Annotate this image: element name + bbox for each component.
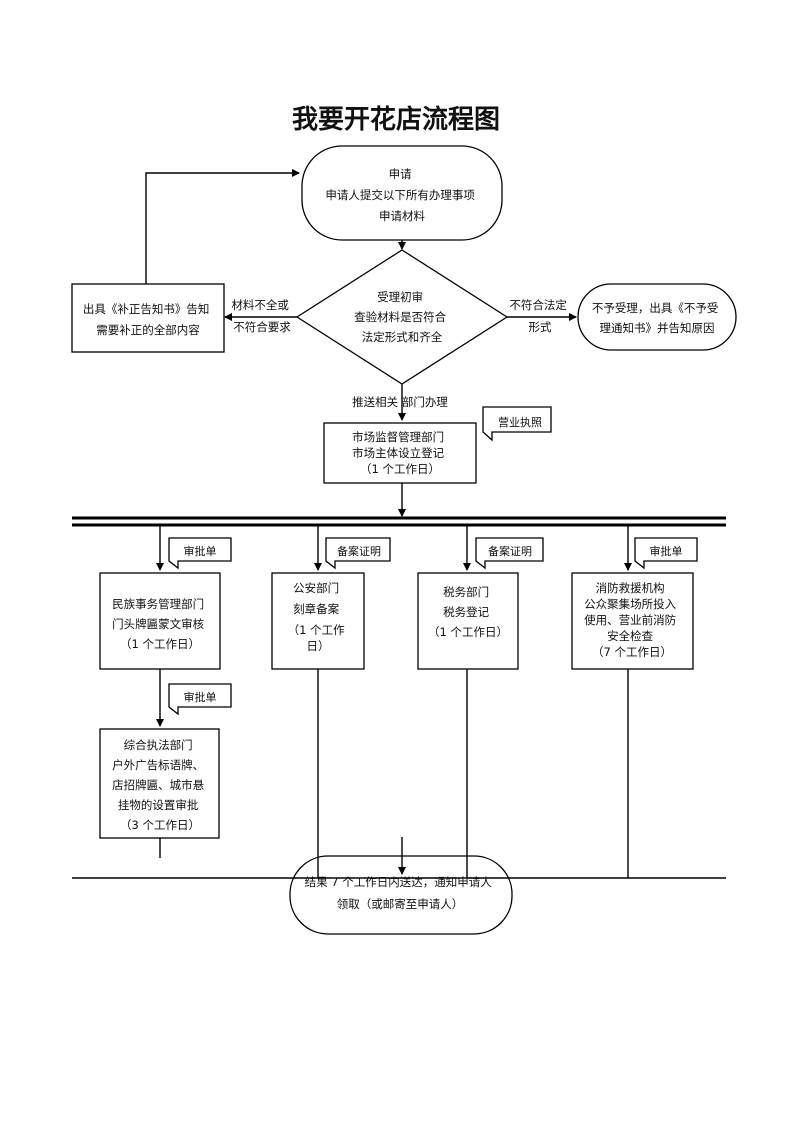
market-line: （1 个工作日）: [360, 462, 440, 476]
right-branch-label: 形式: [529, 320, 552, 334]
ethnic-line: （1 个工作日）: [120, 637, 200, 651]
review-decision: 受理初审 查验材料是否符合 法定形式和齐全: [295, 249, 509, 385]
business-license-doc: 营业执照: [482, 406, 552, 442]
svg-text:不予受理，出具《不予受 理通知书》并告知原因: 不予受理，出具《不予受 理通知书》并告知原因: [592, 301, 722, 335]
left-branch-label: 材料不全或: [231, 298, 289, 312]
right-branch-label: 不符合法定: [509, 298, 567, 312]
svg-text:出具《补正告知书》告知 需要补正的全部内容: 出具《补正告知书》告知 需要补正的全部内容: [83, 302, 213, 337]
review-line: 查验材料是否符合: [354, 310, 446, 324]
start-line: 申请: [389, 167, 412, 181]
end-line: 结果 7 个工作日内送达，通知申请人: [305, 875, 493, 889]
svg-text:受理初审 查验材料是否符合 法定形式: 受理初审 查验材料是否符合 法定形式和齐全: [354, 290, 450, 344]
svg-text:公安部门 刻章备案 （1 个工作: 公安部门 刻章备案 （1 个工作 日）: [288, 581, 349, 653]
supplement-notice-box: 出具《补正告知书》告知 需要补正的全部内容: [71, 283, 225, 353]
supplement-line: 需要补正的全部内容: [96, 323, 200, 337]
start-node: 申请 申请人提交以下所有办理事项 申请材料: [301, 145, 503, 241]
filing-doc-label: 备案证明: [488, 544, 532, 558]
fire-rescue-box: 消防救援机构 公众聚集场所投入 使用、营业前消防 安全检查 （7 个工作日）: [571, 572, 694, 670]
urban-line: （3 个工作日）: [120, 818, 200, 832]
approval-doc-label: 审批单: [650, 544, 683, 558]
svg-text:民族事务管理部门 门头牌匾蒙文审核: 民族事务管理部门 门头牌匾蒙文审核 （1 个工作日）: [112, 597, 208, 651]
svg-text:市场监督管理部门 市场主体设立登记: 市场监督管理部门 市场主体设立登记 （1 个工作日）: [352, 430, 448, 476]
end-line: 领取（或邮寄至申请人）: [337, 897, 464, 911]
urban-line: 店招牌匾、城市悬: [112, 778, 204, 792]
rejection-line: 不予受理，出具《不予受: [592, 301, 719, 315]
start-line: 申请人提交以下所有办理事项: [325, 188, 475, 202]
fire-line: 公众聚集场所投入: [584, 597, 676, 611]
filing-doc-label: 备案证明: [337, 544, 381, 558]
end-node: 结果 7 个工作日内送达，通知申请人 领取（或邮寄至申请人）: [289, 855, 513, 935]
market-supervision-box: 市场监督管理部门 市场主体设立登记 （1 个工作日）: [323, 422, 477, 484]
rejection-notice-box: 不予受理，出具《不予受 理通知书》并告知原因: [577, 283, 737, 351]
market-line: 市场主体设立登记: [352, 446, 444, 460]
police-line: 日）: [307, 639, 330, 653]
urban-management-box: 综合执法部门 户外广告标语牌、 店招牌匾、城市悬 挂物的设置审批 （3 个工作日…: [99, 728, 220, 839]
fire-line: 消防救援机构: [596, 581, 665, 595]
police-line: （1 个工作: [288, 623, 345, 637]
police-line: 刻章备案: [293, 602, 339, 616]
left-branch-label: 不符合要求: [233, 320, 291, 334]
approval-doc: 审批单: [634, 537, 698, 570]
approval-doc-label: 审批单: [184, 544, 217, 558]
svg-text:材料不全或 不符合要求: 材料不全或 不符合要求: [231, 298, 292, 334]
urban-line: 户外广告标语牌、: [112, 758, 204, 772]
approval-doc-label: 审批单: [184, 690, 217, 704]
tax-line: （1 个工作日）: [428, 625, 508, 639]
urban-line: 挂物的设置审批: [118, 798, 199, 812]
rejection-line: 理通知书》并告知原因: [600, 321, 715, 335]
ethnic-line: 民族事务管理部门: [112, 597, 204, 611]
page-title: 我要开花店流程图: [292, 105, 500, 135]
approval-doc: 审批单: [168, 537, 232, 570]
tax-line: 税务部门: [443, 585, 489, 599]
svg-text:申请 申请人提交以下所有办理事项 申: 申请 申请人提交以下所有办理事项 申请材料: [325, 167, 478, 223]
public-security-box: 公安部门 刻章备案 （1 个工作 日）: [271, 572, 365, 670]
svg-text:综合执法部门 户外广告标语牌、 店招: 综合执法部门 户外广告标语牌、 店招牌匾、城市悬 挂物的设置审批 （3 个工作日…: [112, 738, 208, 832]
urban-line: 综合执法部门: [124, 738, 193, 752]
svg-text:税务部门 税务登记 （1 个工作日）: 税务部门 税务登记 （1 个工作日）: [428, 585, 508, 639]
ethnic-line: 门头牌匾蒙文审核: [112, 617, 204, 631]
fire-line: 使用、营业前消防: [584, 613, 676, 627]
police-line: 公安部门: [293, 581, 339, 595]
market-line: 市场监督管理部门: [352, 430, 444, 444]
ethnic-affairs-box: 民族事务管理部门 门头牌匾蒙文审核 （1 个工作日）: [99, 572, 221, 670]
review-line: 受理初审: [377, 290, 423, 304]
supplement-line: 出具《补正告知书》告知: [83, 302, 210, 316]
tax-box: 税务部门 税务登记 （1 个工作日）: [417, 572, 519, 670]
filing-certificate-doc: 备案证明: [475, 537, 544, 570]
approval-doc: 审批单: [168, 683, 232, 716]
tax-line: 税务登记: [443, 605, 489, 619]
fire-line: （7 个工作日）: [592, 645, 672, 659]
start-line: 申请材料: [379, 209, 425, 223]
push-label: 推送相关 部门办理: [352, 395, 448, 409]
fire-line: 安全检查: [607, 629, 653, 643]
review-line: 法定形式和齐全: [362, 330, 443, 344]
filing-certificate-doc: 备案证明: [325, 537, 391, 570]
svg-text:不符合法定 形式: 不符合法定 形式: [509, 298, 570, 334]
svg-text:结果 7 个工作日内送达，通知申请人 领取（或邮: 结果 7 个工作日内送达，通知申请人 领取（或邮寄至申请人）: [305, 875, 496, 911]
business-license-label: 营业执照: [498, 415, 542, 429]
svg-text:消防救援机构 公众聚集场所投入 使用: 消防救援机构 公众聚集场所投入 使用、营业前消防 安全检查 （7 个工作日）: [584, 581, 680, 659]
